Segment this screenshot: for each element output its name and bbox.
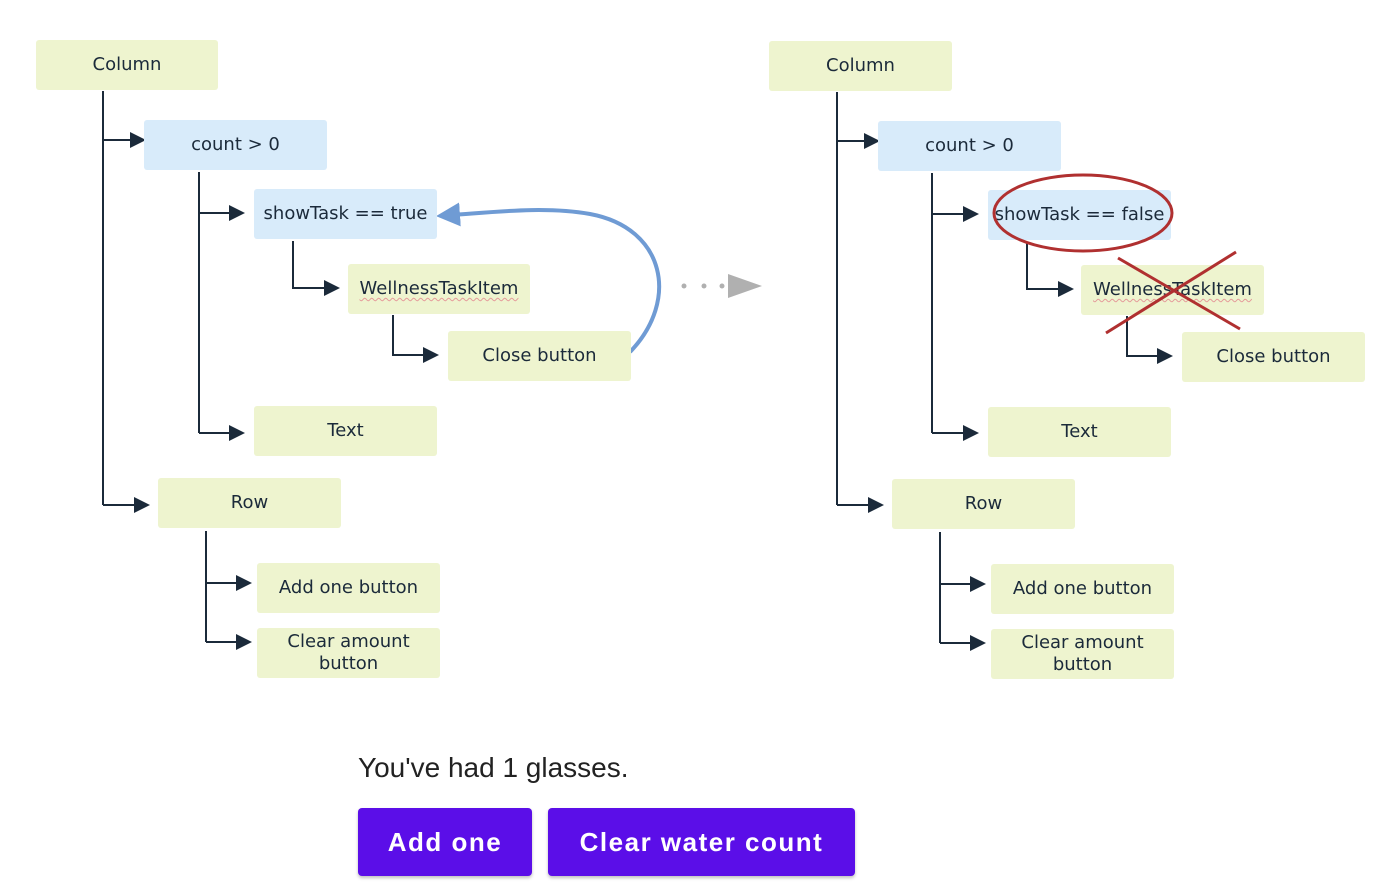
transition-arrow bbox=[681, 274, 762, 298]
left-clear-amount-button-node: Clear amount button bbox=[257, 628, 440, 678]
right-row-node: Row bbox=[892, 479, 1075, 529]
add-one-button[interactable]: Add one bbox=[358, 808, 532, 876]
right-clear-amount-button-node: Clear amount button bbox=[991, 629, 1174, 679]
left-count-condition-node: count > 0 bbox=[144, 120, 327, 170]
right-column-node: Column bbox=[769, 41, 952, 91]
left-column-node: Column bbox=[36, 40, 218, 90]
left-close-button-node: Close button bbox=[448, 331, 631, 381]
water-count-text: You've had 1 glasses. bbox=[358, 752, 629, 783]
left-text-node: Text bbox=[254, 406, 437, 456]
recompose-arrow bbox=[436, 202, 662, 354]
right-wellness-task-item-node: WellnessTaskItem bbox=[1081, 265, 1264, 315]
left-row-node: Row bbox=[158, 478, 341, 528]
clear-water-count-button[interactable]: Clear water count bbox=[548, 808, 855, 876]
left-show-task-node: showTask == true bbox=[254, 189, 437, 239]
right-count-condition-node: count > 0 bbox=[878, 121, 1061, 171]
right-close-button-node: Close button bbox=[1182, 332, 1365, 382]
right-add-one-button-node: Add one button bbox=[991, 564, 1174, 614]
right-tree-lines bbox=[836, 92, 1173, 651]
left-wellness-task-item-node: WellnessTaskItem bbox=[348, 264, 530, 314]
right-text-node: Text bbox=[988, 407, 1171, 457]
left-add-one-button-node: Add one button bbox=[257, 563, 440, 613]
left-tree-lines bbox=[102, 91, 439, 650]
right-show-task-node: showTask == false bbox=[988, 190, 1171, 240]
